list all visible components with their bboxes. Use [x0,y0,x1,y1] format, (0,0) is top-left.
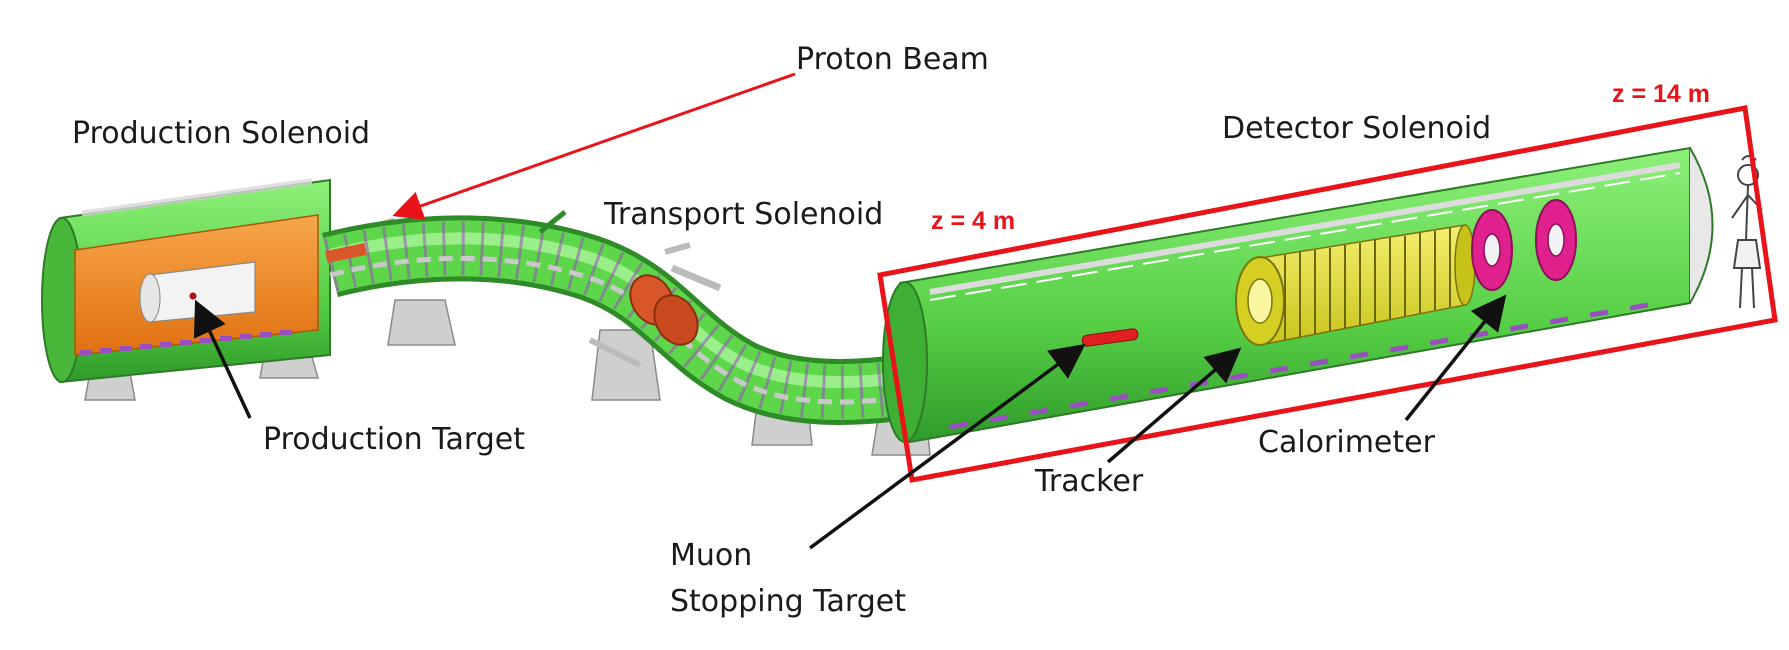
production-target-dot [189,292,197,300]
detector-region-box [877,105,1778,483]
collimator-element [325,242,699,346]
muon-label-line-1: Muon [670,538,753,573]
tracker-arrow [1106,347,1242,464]
tracker-body [1235,224,1476,346]
production-solenoid-body [41,178,331,384]
muon-target-arrow [808,343,1086,550]
production-solenoid-label: Production Solenoid [72,116,371,151]
calorimeter-body [1471,199,1577,291]
production-target-arrow [193,299,252,419]
tracker-label: Tracker [1035,464,1144,499]
pointer-arrows [193,72,1507,550]
calorimeter-arrow [1404,294,1507,422]
proton-beam-label: Proton Beam [796,42,989,77]
muon-stopping-target [1081,328,1139,347]
z-start-annotation: z = 4 m [931,207,1016,235]
z-end-annotation: z = 14 m [1612,80,1710,108]
detector-solenoid-label: Detector Solenoid [1222,111,1492,146]
transport-solenoid-label: Transport Solenoid [604,197,884,232]
calorimeter-label: Calorimeter [1258,425,1435,460]
production-target-label: Production Target [263,422,525,457]
person-scale-figure [1731,155,1763,309]
muon-stopping-target-label: Muon Stopping Target [670,533,906,625]
muon-label-line-2: Stopping Target [670,584,906,619]
proton-beam-arrow [392,72,796,221]
